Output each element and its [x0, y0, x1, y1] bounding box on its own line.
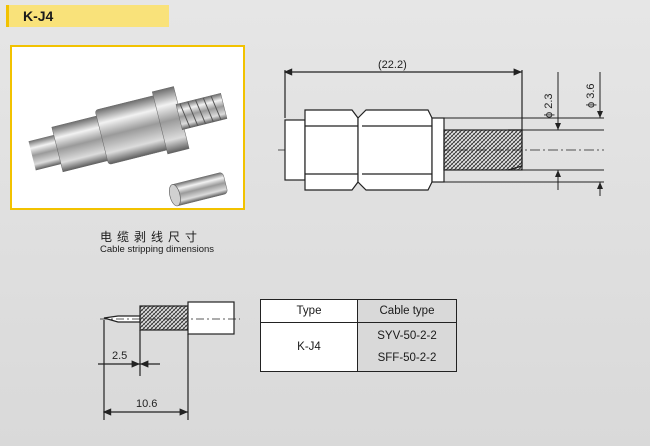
- caption-english: Cable stripping dimensions: [100, 244, 215, 255]
- header-type: Type: [260, 299, 358, 323]
- type-cell: K-J4: [260, 322, 358, 372]
- inner-diameter-label: ϕ 2.3: [543, 93, 555, 118]
- length-dimension: (22.2): [378, 59, 407, 71]
- connector-side-view: [278, 68, 604, 191]
- outer-diameter-label: ϕ 3.6: [585, 83, 597, 108]
- cable-strip-drawing: [98, 301, 240, 420]
- model-title: K-J4: [23, 8, 54, 24]
- caption-chinese: 电缆剥线尺寸: [100, 230, 203, 244]
- cable-type-item: SFF-50-2-2: [377, 352, 437, 364]
- strip-length-short: 2.5: [112, 350, 127, 362]
- strip-length-long: 10.6: [136, 398, 157, 410]
- cable-type-item: SYV-50-2-2: [377, 330, 437, 342]
- connector-photo: [10, 45, 245, 210]
- title-bar: K-J4: [6, 5, 169, 27]
- diameter-dimensions: [444, 72, 604, 196]
- header-cable-type: Cable type: [357, 299, 457, 323]
- cable-types-cell: SYV-50-2-2 SFF-50-2-2: [357, 322, 457, 372]
- cable-type-table: Type Cable type K-J4 SYV-50-2-2 SFF-50-2…: [260, 299, 457, 372]
